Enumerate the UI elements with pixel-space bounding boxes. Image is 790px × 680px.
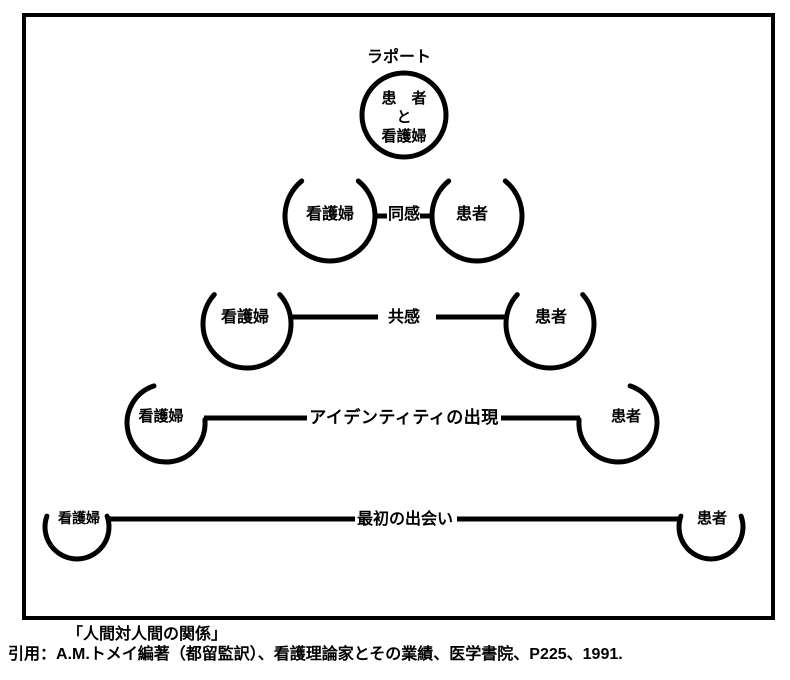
rapport-circle [359,70,449,160]
rapport-label: ラポート [367,47,431,66]
nurse-arc-sympathy [282,178,378,264]
nurse-arc-identity [124,383,208,465]
caption-citation: 引用：A.M.トメイ編著（都留監訳）、看護理論家とその業績、医学書院、P225、… [8,644,623,663]
diagram-border [22,13,775,620]
patient-label-sympathy: 患者 [456,204,488,223]
stage-label-empathy: 共感 [388,307,420,326]
patient-label-first-meeting: 患者 [697,509,727,527]
patient-label-empathy: 患者 [535,307,567,326]
nurse-label-sympathy: 看護婦 [305,204,354,223]
caption-title: 「人間対人間の関係」 [67,624,227,643]
stage-label-first-meeting: 最初の出会い [357,509,453,528]
rapport-circle-text-line2: と [396,109,411,126]
nurse-arc-empathy [200,292,294,371]
rapport-circle-text-line3: 看護婦 [381,127,426,145]
patient-arc-identity [576,383,660,465]
stage-label-sympathy: 同感 [388,204,420,223]
nurse-arc-first-meeting [42,513,112,562]
nurse-label-first-meeting: 看護婦 [57,510,100,526]
patient-arc-empathy [503,292,597,371]
patient-arc-first-meeting [676,513,746,562]
nurse-label-identity: 看護婦 [138,407,183,425]
patient-label-identity: 患者 [611,407,641,425]
nurse-label-empathy: 看護婦 [220,307,269,326]
patient-arc-sympathy [429,178,525,264]
rapport-circle-text-line1: 患 者 [381,89,426,107]
stage-label-identity: アイデンティティの出現 [309,407,499,427]
